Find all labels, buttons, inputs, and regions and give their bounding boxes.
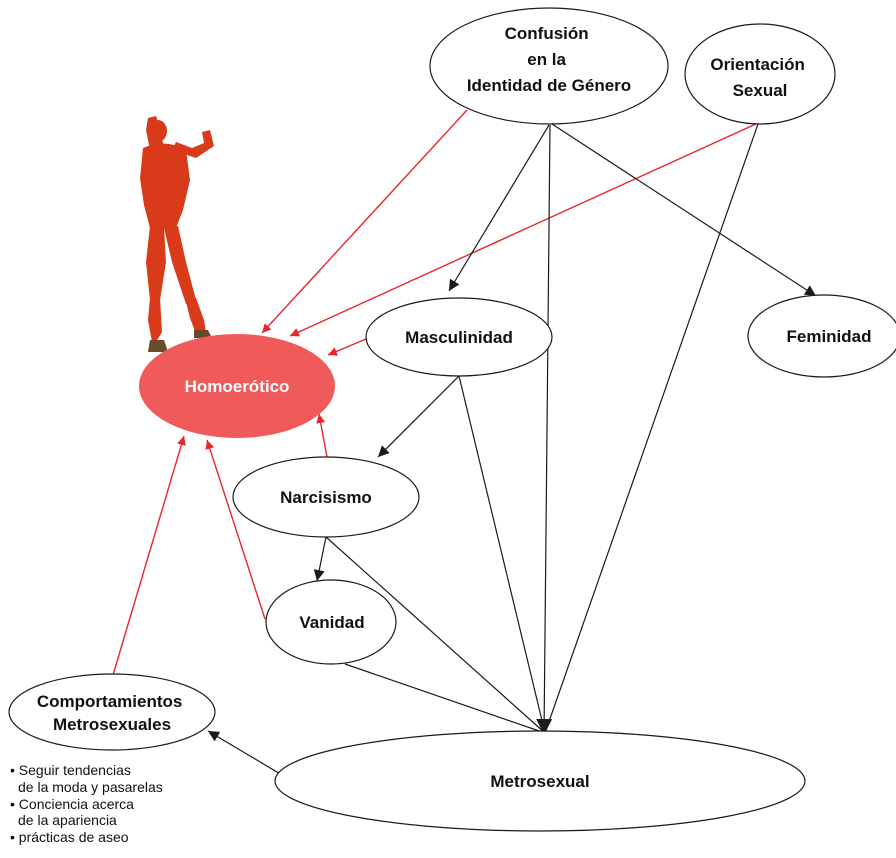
node-masculinidad: Masculinidad [365, 297, 553, 377]
node-narcisismo-label: Narcisismo [280, 488, 372, 507]
node-confusion-line-2: en la [527, 50, 566, 69]
node-masculinidad-label: Masculinidad [405, 328, 513, 347]
arrow-vanidad-metrosexual [344, 663, 546, 734]
node-homoerotico: Homoerótico [139, 334, 335, 438]
list-item: • prácticas de aseo [10, 829, 129, 846]
node-feminidad: Feminidad [747, 294, 896, 378]
node-orientacion-line-2: Sexual [733, 81, 788, 100]
node-narcisismo: Narcisismo [232, 456, 420, 538]
list-item: de la apariencia [18, 812, 117, 829]
arrow-masculinidad-narcisismo [377, 375, 460, 458]
node-confusion: Confusión en la Identidad de Género [429, 7, 669, 125]
node-confusion-line-1: Confusión [505, 24, 589, 43]
arrow-orientacion-metrosexual [544, 123, 759, 734]
list-item: • Conciencia acerca [10, 795, 134, 812]
arrow-vanidad-homoerotico [205, 439, 266, 620]
node-feminidad-label: Feminidad [786, 327, 871, 346]
arrow-narcisismo-homoerotico [316, 413, 328, 458]
arrow-masculinidad-metrosexual [458, 375, 546, 734]
node-homoerotico-label: Homoerótico [185, 377, 290, 396]
node-orientacion-line-1: Orientación [710, 55, 804, 74]
list-item: de la moda y pasarelas [18, 778, 163, 795]
arrow-narcisismo-vanidad [313, 536, 327, 582]
node-vanidad: Vanidad [265, 579, 397, 665]
node-metrosexual-label: Metrosexual [490, 772, 589, 791]
list-item: • Seguir tendencias [10, 762, 131, 778]
bodybuilder-figure-icon [140, 116, 214, 352]
svg-text:Comportamientos Metrosex: Comportamientos Metrosexuales [37, 692, 187, 734]
metrosexual-behaviors-list: • Seguir tendencias de la moda y pasarel… [10, 762, 240, 846]
svg-text:Orientación Sexual: Orientación Sexual [710, 55, 809, 100]
arrow-confusion-masculinidad [448, 124, 550, 292]
node-comportamientos-line-2: Metrosexuales [53, 715, 171, 734]
black-arrows [207, 123, 817, 776]
arrow-confusion-feminidad [551, 123, 817, 297]
node-vanidad-label: Vanidad [299, 613, 364, 632]
node-confusion-line-3: Identidad de Género [467, 76, 631, 95]
arrow-orientacion-homoerotico [289, 122, 759, 337]
arrow-confusion-metrosexual [536, 124, 553, 736]
red-arrows [112, 109, 759, 676]
node-comportamientos-line-1: Comportamientos [37, 692, 182, 711]
arrow-comportamientos-homoerotico [112, 435, 186, 676]
arrow-metrosexual-comportamientos [207, 730, 283, 776]
node-orientacion: Orientación Sexual [684, 23, 836, 125]
node-metrosexual: Metrosexual [274, 730, 806, 832]
svg-text:Confusión en la Id: Confusión en la Identidad de Género [467, 24, 631, 95]
arrow-confusion-homoerotico [261, 109, 468, 334]
arrow-masculinidad-homoerotico [327, 338, 367, 356]
arrow-narcisismo-metrosexual [325, 536, 546, 734]
node-comportamientos: Comportamientos Metrosexuales [8, 673, 216, 751]
